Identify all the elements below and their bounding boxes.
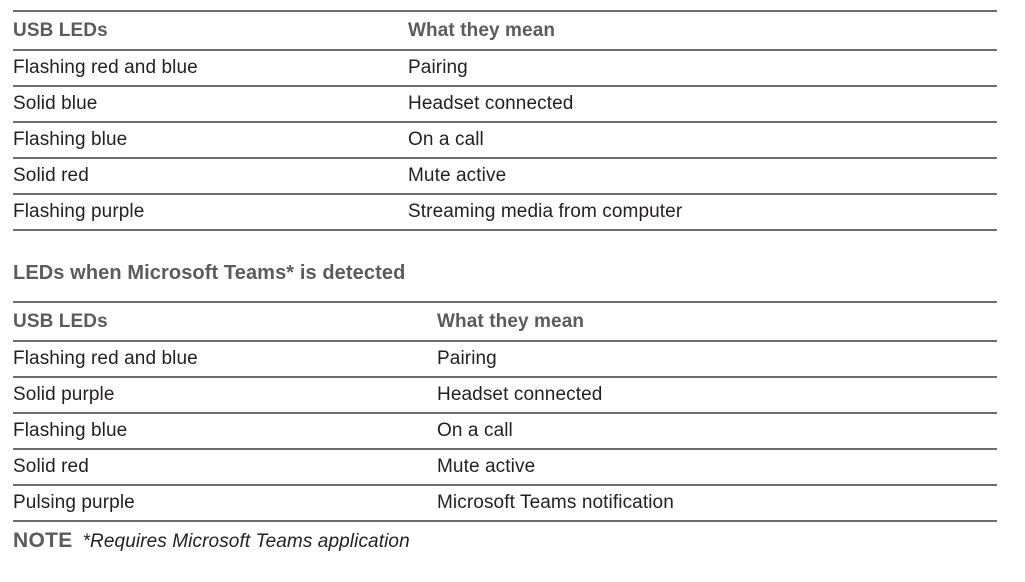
- table-bottom-rule: [13, 229, 997, 231]
- cell-led-meaning: Mute active: [437, 456, 536, 477]
- cell-led-meaning: Headset connected: [408, 93, 574, 114]
- table-top-rule: [13, 10, 997, 12]
- cell-led-state: Solid red: [13, 165, 89, 186]
- table-row-rule: [13, 157, 997, 159]
- cell-led-meaning: Pairing: [408, 57, 468, 78]
- cell-led-state: Solid blue: [13, 93, 98, 114]
- cell-led-state: Flashing blue: [13, 129, 128, 150]
- cell-led-state: Flashing red and blue: [13, 57, 198, 78]
- table-top-rule: [13, 301, 997, 303]
- column-header-usb-leds: USB LEDs: [13, 310, 108, 332]
- table-row: Flashing red and blue Pairing: [13, 51, 997, 85]
- section-heading-teams: LEDs when Microsoft Teams* is detected: [13, 262, 406, 284]
- column-header-what-they-mean: What they mean: [437, 310, 585, 332]
- table-row: Flashing blue On a call: [13, 414, 997, 448]
- table-header-row: USB LEDs What they mean: [13, 303, 997, 340]
- table-row: Solid red Mute active: [13, 450, 997, 484]
- table-row: Pulsing purple Microsoft Teams notificat…: [13, 486, 997, 520]
- table-header-rule: [13, 340, 997, 342]
- cell-led-state: Solid purple: [13, 384, 115, 405]
- table-row-rule: [13, 121, 997, 123]
- table-row: Flashing purple Streaming media from com…: [13, 195, 997, 229]
- table-row: Solid red Mute active: [13, 159, 997, 193]
- cell-led-meaning: On a call: [408, 129, 484, 150]
- table-row: Solid purple Headset connected: [13, 378, 997, 412]
- table-row-rule: [13, 85, 997, 87]
- table-row-rule: [13, 376, 997, 378]
- table-row-rule: [13, 412, 997, 414]
- cell-led-meaning: Microsoft Teams notification: [437, 492, 674, 513]
- cell-led-meaning: On a call: [437, 420, 513, 441]
- column-header-usb-leds: USB LEDs: [13, 19, 108, 41]
- usb-leds-teams-table: USB LEDs What they mean Flashing red and…: [13, 301, 997, 522]
- usb-leds-default-table: USB LEDs What they mean Flashing red and…: [13, 10, 997, 231]
- cell-led-meaning: Mute active: [408, 165, 507, 186]
- cell-led-state: Solid red: [13, 456, 89, 477]
- table-row-rule: [13, 448, 997, 450]
- note-label: NOTE: [13, 529, 73, 552]
- table-row: Flashing red and blue Pairing: [13, 342, 997, 376]
- cell-led-state: Flashing purple: [13, 201, 145, 222]
- table-bottom-rule: [13, 520, 997, 522]
- note-block: NOTE *Requires Microsoft Teams applicati…: [13, 529, 410, 553]
- note-text: *Requires Microsoft Teams application: [82, 531, 410, 552]
- table-row-rule: [13, 193, 997, 195]
- table-header-rule: [13, 49, 997, 51]
- cell-led-meaning: Streaming media from computer: [408, 201, 683, 222]
- column-header-what-they-mean: What they mean: [408, 19, 556, 41]
- cell-led-state: Flashing blue: [13, 420, 128, 441]
- cell-led-meaning: Pairing: [437, 348, 497, 369]
- cell-led-meaning: Headset connected: [437, 384, 603, 405]
- cell-led-state: Flashing red and blue: [13, 348, 198, 369]
- table-row: Solid blue Headset connected: [13, 87, 997, 121]
- table-header-row: USB LEDs What they mean: [13, 12, 997, 49]
- cell-led-state: Pulsing purple: [13, 492, 135, 513]
- table-row: Flashing blue On a call: [13, 123, 997, 157]
- table-row-rule: [13, 484, 997, 486]
